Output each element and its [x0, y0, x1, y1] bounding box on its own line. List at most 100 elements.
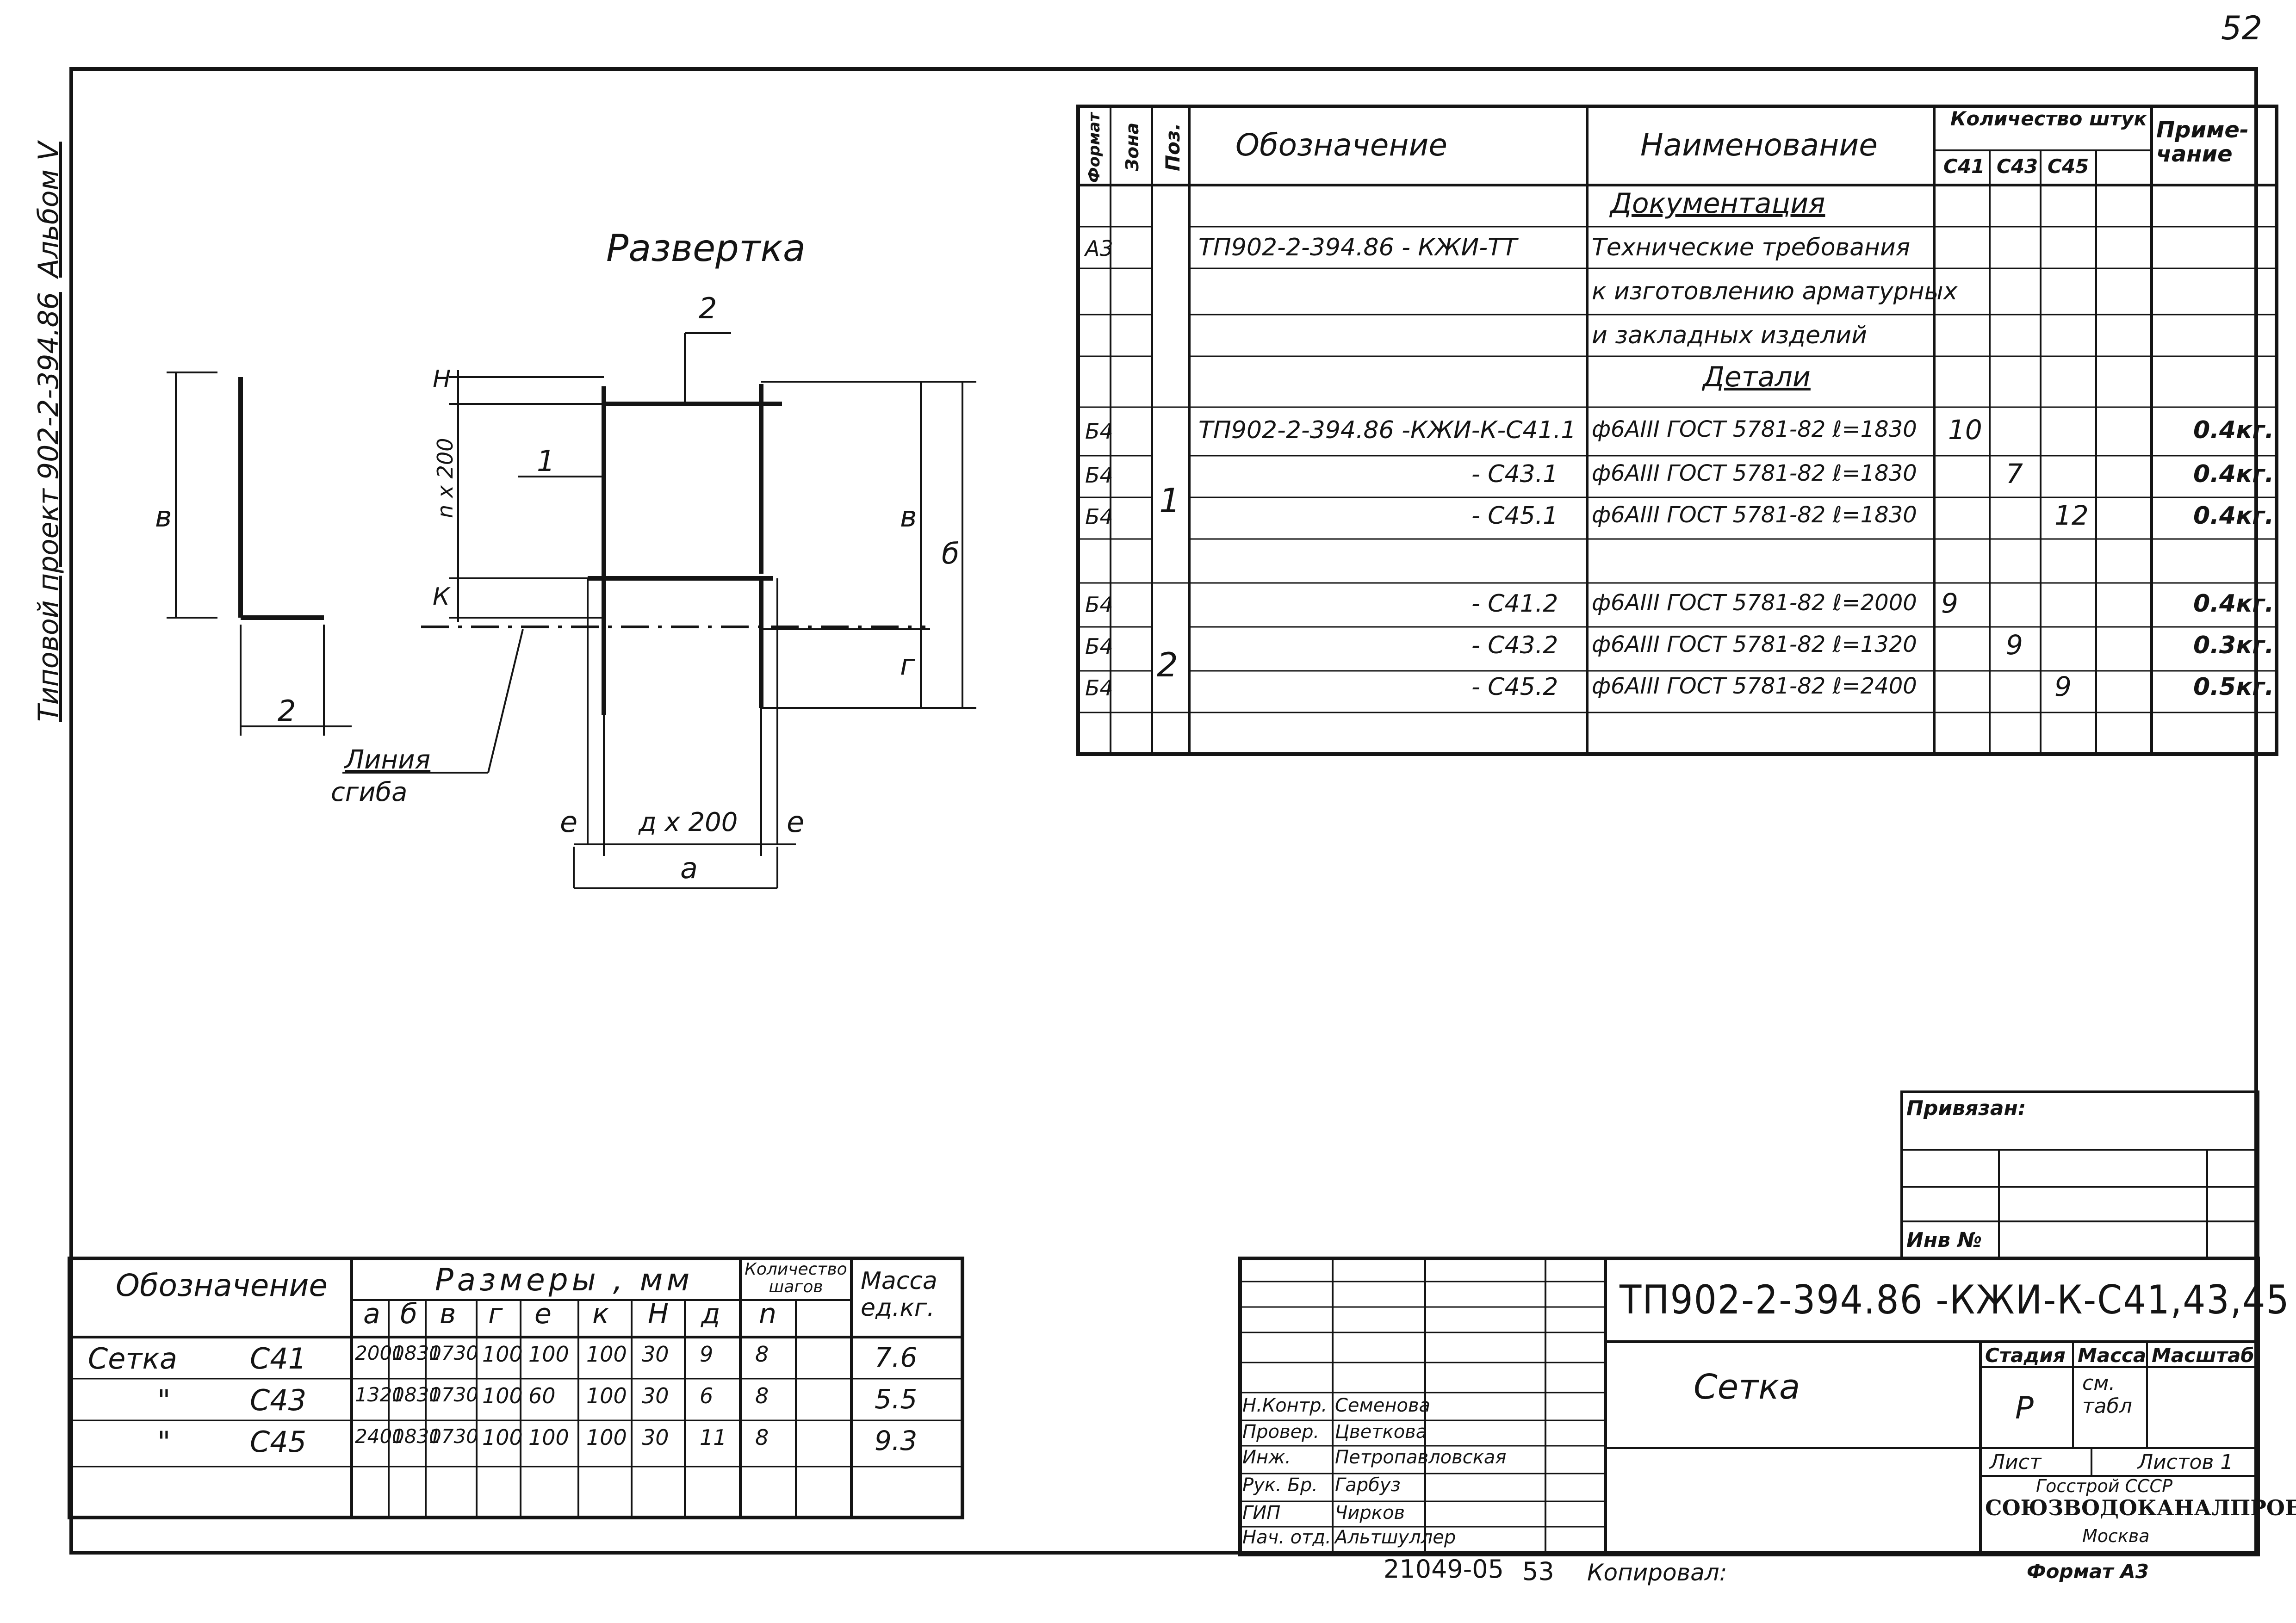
spec-row-name: к изготовлению арматурных [1592, 278, 1958, 305]
spec-header-designation: Обозначение [1235, 127, 1447, 163]
bend-line-label-2: сгиба [331, 777, 408, 807]
stamp-staff-role: Нач. отд. [1242, 1527, 1331, 1548]
stamp-org-1: Госстрой СССР [2036, 1476, 2173, 1496]
spec-header-c41: С41 [1943, 155, 1985, 178]
dim-H: Н [433, 365, 451, 393]
spec-row-note: 0.4кг. [2193, 460, 2274, 488]
spec-row-designation: ТП902-2-394.86 -КЖИ-К-С41.1 [1198, 416, 1576, 444]
spec-row-c45: 12 [2054, 500, 2089, 531]
sizes-row-value: 1830 [392, 1342, 441, 1364]
spec-row-c41: 9 [1941, 588, 1958, 619]
sizes-row-value: 30 [642, 1342, 669, 1367]
spec-row-designation: - С43.2 [1471, 632, 1558, 659]
dim-e-right: е [787, 805, 805, 839]
stamp-stage-label: Стадия [1985, 1344, 2066, 1367]
sizes-row-value: 1730 [429, 1425, 478, 1448]
pos-1: 1 [537, 444, 555, 478]
sizes-row-name: " [157, 1383, 171, 1417]
spec-row-name: ф6АIII ГОСТ 5781-82 ℓ=1830 [1592, 416, 1917, 442]
sizes-row-value: 1830 [392, 1425, 441, 1448]
sizes-row-value: 2000 [355, 1342, 404, 1364]
dim-e-left: е [560, 805, 578, 839]
dim-d200: д x 200 [639, 807, 738, 837]
pos-2-top: 2 [699, 291, 717, 325]
sizes-col-header: в [440, 1298, 456, 1330]
spec-row-name: Технические требования [1592, 234, 1911, 261]
stamp-scale-label: Масштаб [2152, 1344, 2254, 1367]
spec-row-designation: - С41.2 [1471, 590, 1558, 618]
sizes-col-header: а [363, 1298, 380, 1330]
stamp-staff-name: Семенова [1335, 1395, 1431, 1416]
stamp-stage: Р [2015, 1390, 2034, 1426]
sizes-row-value: 1730 [429, 1342, 478, 1364]
stamp-code: ТП902-2-394.86 -КЖИ-К-С41,43,45 [1620, 1277, 2290, 1323]
sizes-col-header: д [701, 1298, 720, 1330]
sizes-row-value: 1730 [429, 1383, 478, 1406]
spec-header-qty: Количество штук [1950, 107, 2147, 130]
spec-row-c45: 9 [2054, 671, 2072, 702]
spec-header-note: Приме- чание [2156, 117, 2249, 167]
spec-row-c43: 7 [2006, 458, 2023, 489]
page-number: 52 [2221, 9, 2263, 47]
stamp-mass-label: Масса [2078, 1344, 2147, 1367]
stamp-org-3: Москва [2082, 1526, 2150, 1546]
stamp-staff-name: Чирков [1335, 1502, 1405, 1524]
sizes-row-value: 9 [700, 1342, 714, 1367]
stamp-staff-name: Цветкова [1335, 1421, 1427, 1443]
spec-row-format: Б4 [1085, 592, 1113, 617]
stamp-staff-role: Н.Контр. [1242, 1395, 1328, 1416]
spec-row-note: 0.3кг. [2193, 632, 2274, 659]
sizes-row-name: Сетка [88, 1342, 177, 1375]
sizes-row-value: 8 [755, 1383, 769, 1408]
stamp-staff-role: Провер. [1242, 1421, 1320, 1443]
sizes-row-value: 100 [482, 1425, 523, 1450]
sizes-col-header: г [488, 1298, 503, 1330]
sizes-row-value: 100 [586, 1425, 627, 1450]
sizes-row-name: " [157, 1425, 171, 1459]
sizes-row-value: 100 [528, 1425, 569, 1450]
dim-v-left: в [155, 500, 172, 533]
sizes-row-value: 1320 [355, 1383, 404, 1406]
sizes-row-value: 30 [642, 1383, 669, 1408]
sizes-row-value: 60 [528, 1383, 556, 1408]
sizes-row-value: 100 [482, 1342, 523, 1367]
stamp-staff-role: Инж. [1242, 1447, 1291, 1468]
stamp-staff-name: Альтшуллер [1335, 1527, 1456, 1548]
spec-row-designation: - С43.1 [1471, 460, 1558, 488]
sizes-row-value: 2400 [355, 1425, 404, 1448]
stamp-staff-name: Петропавловская [1335, 1447, 1507, 1468]
spec-row-format: Б4 [1085, 504, 1113, 529]
spec-header-c43: С43 [1997, 155, 2038, 178]
spec-header-name: Наименование [1640, 127, 1878, 163]
stamp-staff-name: Гарбуз [1335, 1474, 1401, 1496]
drawing-frame [69, 67, 2258, 1555]
footer-number: 21049-05 [1384, 1555, 1504, 1584]
dim-g: г [900, 648, 915, 681]
sizes-row-value: 6 [700, 1383, 714, 1408]
sizes-row-value: 1830 [392, 1383, 441, 1406]
stamp-org-2: СОЮЗВОДОКАНАЛПРОЕКТ [1985, 1495, 2296, 1520]
spec-row-format: Б4 [1085, 419, 1113, 444]
stamp-sheets-label: Листов 1 [2138, 1450, 2234, 1474]
spec-pos-1: 1 [1159, 481, 1180, 520]
sizes-row-mass: 7.6 [875, 1342, 918, 1373]
sizes-row-value: 100 [528, 1342, 569, 1367]
spec-row-c43: 9 [2006, 629, 2023, 661]
sizes-header-sizes: Размеры , мм [435, 1262, 694, 1298]
sizes-row-value: 100 [482, 1383, 523, 1408]
spec-row-name: ф6АIII ГОСТ 5781-82 ℓ=1830 [1592, 460, 1917, 486]
spec-row-designation: - С45.2 [1471, 673, 1558, 701]
sizes-header-designation: Обозначение [116, 1268, 328, 1303]
spec-row-format: Б4 [1085, 463, 1113, 488]
dim-b: б [942, 537, 960, 570]
spec-row-designation: - С45.1 [1471, 502, 1558, 530]
sizes-row-mass: 9.3 [875, 1425, 918, 1456]
spec-row-format: Б4 [1085, 634, 1113, 659]
sizes-row-mark: С41 [250, 1342, 307, 1375]
spec-row-note: 0.4кг. [2193, 590, 2274, 618]
sizes-col-header: n [759, 1298, 777, 1330]
spec-row-format: А3 [1085, 236, 1113, 261]
